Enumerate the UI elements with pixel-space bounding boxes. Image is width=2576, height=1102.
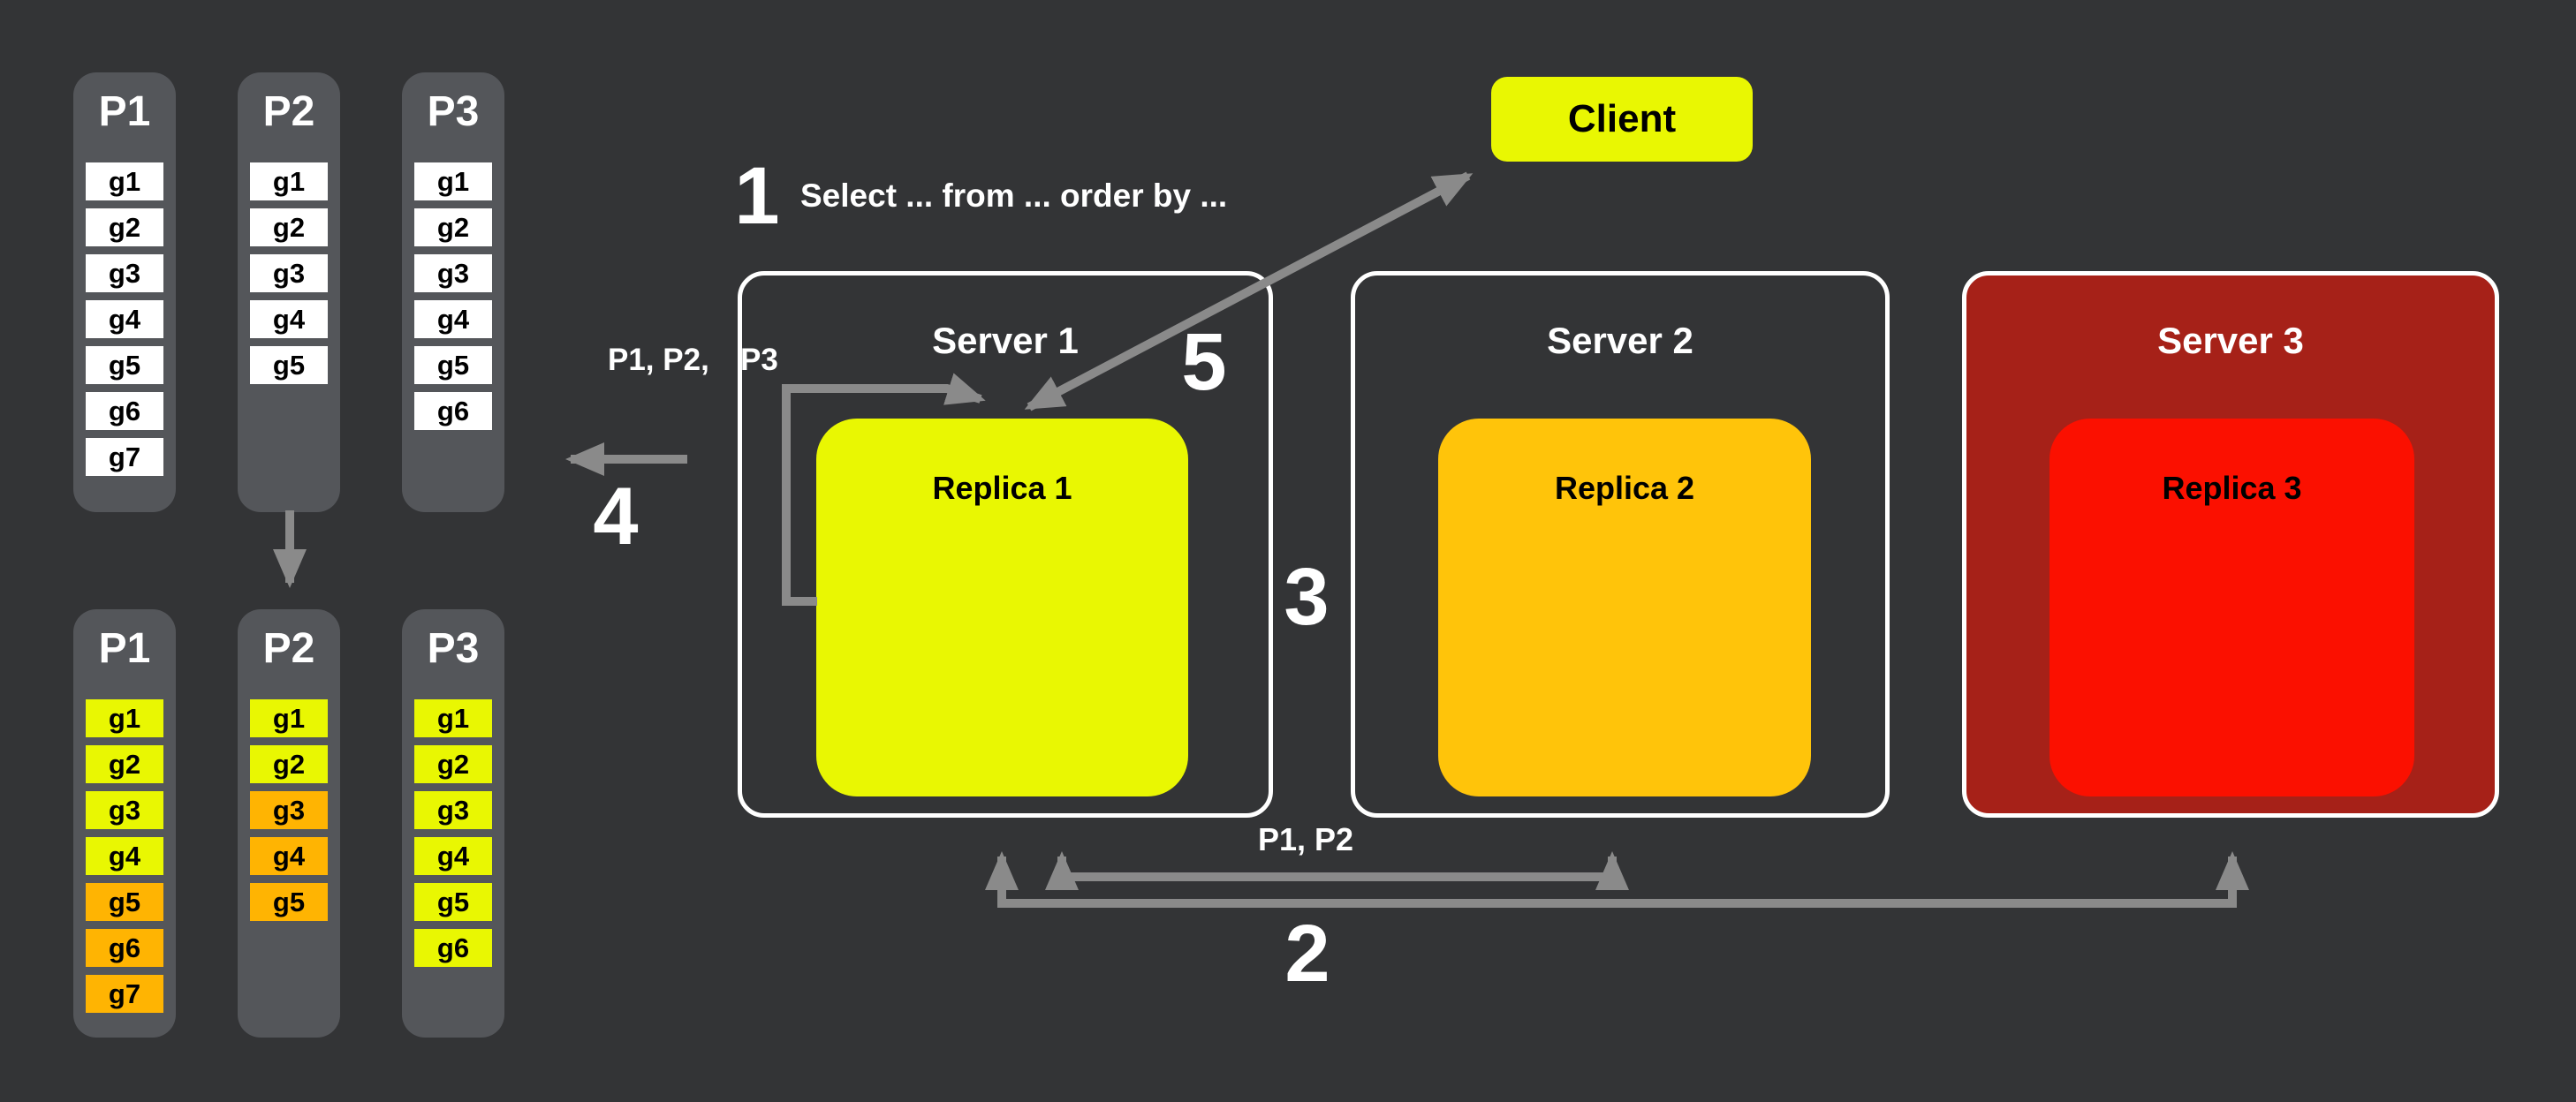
partition-column-p1: P1 g1 g2 g3 g4 g5 g6 g7 — [73, 72, 176, 512]
partition-column-p3: P3 g1 g2 g3 g4 g5 g6 — [402, 72, 504, 512]
partition-cell: g4 — [86, 837, 163, 875]
partition-cell: g6 — [86, 929, 163, 967]
fetch-partitions-label-part2: P3 — [740, 343, 778, 377]
step-1-number: 1 — [734, 151, 780, 241]
partition-column-p2: P2 g1 g2 g3 g4 g5 — [238, 72, 340, 512]
partition-cells: g1 g2 g3 g4 g5 g6 — [414, 162, 492, 430]
replica-1-title: Replica 1 — [932, 470, 1072, 506]
partition-cell: g3 — [86, 254, 163, 292]
partition-cell: g5 — [86, 883, 163, 921]
client-box: Client — [1491, 77, 1753, 162]
partition-cells: g1 g2 g3 g4 g5 — [250, 162, 328, 384]
replica-2-box: Replica 2 — [1438, 419, 1811, 796]
partition-cell: g5 — [414, 346, 492, 384]
partition-title: P3 — [427, 625, 480, 672]
server-2-box: Server 2 Replica 2 — [1351, 271, 1890, 818]
partition-cell: g6 — [86, 392, 163, 430]
partition-cell: g3 — [86, 791, 163, 829]
server-3-title: Server 3 — [2157, 320, 2304, 361]
step-4-number: 4 — [593, 472, 639, 562]
partitions-sorted-group: P1 g1 g2 g3 g4 g5 g6 g7 P2 g1 g2 g3 g4 g5 P3 g1 g2 g3 g4 g5… — [73, 609, 504, 1038]
replicate-partitions-label: P1, P2 — [1257, 821, 1354, 857]
partition-cell: g1 — [86, 699, 163, 737]
replica-3-box: Replica 3 — [2049, 419, 2414, 796]
partition-cell: g3 — [414, 791, 492, 829]
partition-title: P2 — [262, 625, 315, 672]
server-3-box: Server 3 Replica 3 — [1962, 271, 2499, 818]
partition-cell: g1 — [86, 162, 163, 200]
fetch-partitions-label-part1: P1, P2, — [608, 343, 709, 377]
partition-title: P1 — [98, 625, 151, 672]
replication-arrow-long — [985, 851, 2249, 908]
partition-cell: g3 — [250, 791, 328, 829]
partition-cell: g4 — [250, 300, 328, 338]
partition-column-p1: P1 g1 g2 g3 g4 g5 g6 g7 — [73, 609, 176, 1038]
partition-cell: g4 — [414, 300, 492, 338]
partition-cell: g6 — [414, 392, 492, 430]
partition-cell: g4 — [250, 837, 328, 875]
query-text-label: Select ... from ... order by ... — [800, 177, 1228, 214]
partition-cell: g4 — [86, 300, 163, 338]
replica-2-title: Replica 2 — [1554, 470, 1695, 506]
step-5-number: 5 — [1181, 317, 1227, 407]
partition-cell: g2 — [250, 208, 328, 246]
partition-column-p2: P2 g1 g2 g3 g4 g5 — [238, 609, 340, 1038]
replication-arrow-short — [1045, 851, 1629, 890]
partition-cell: g6 — [414, 929, 492, 967]
partition-cell: g2 — [86, 745, 163, 783]
partition-cell: g5 — [86, 346, 163, 384]
partition-cell: g2 — [414, 745, 492, 783]
replica-3-title: Replica 3 — [2162, 470, 2302, 506]
partition-cells: g1 g2 g3 g4 g5 g6 — [414, 699, 492, 967]
partition-cell: g3 — [414, 254, 492, 292]
step-3-number: 3 — [1284, 552, 1330, 642]
partitions-unsorted-group: P1 g1 g2 g3 g4 g5 g6 g7 P2 g1 g2 g3 g4 g5 P3 g1 g2 g3 g4 g5… — [73, 72, 504, 512]
partition-title: P2 — [262, 88, 315, 135]
partition-cell: g5 — [414, 883, 492, 921]
partition-cell: g7 — [86, 975, 163, 1013]
partition-cells: g1 g2 g3 g4 g5 g6 g7 — [86, 699, 163, 1013]
partition-cell: g1 — [414, 162, 492, 200]
partition-column-p3: P3 g1 g2 g3 g4 g5 g6 — [402, 609, 504, 1038]
step-2-number: 2 — [1284, 909, 1330, 999]
partition-cell: g1 — [414, 699, 492, 737]
partition-title: P1 — [98, 88, 151, 135]
partition-cell: g2 — [250, 745, 328, 783]
partition-title: P3 — [427, 88, 480, 135]
partition-cell: g1 — [250, 699, 328, 737]
partition-cell: g2 — [414, 208, 492, 246]
partition-cell: g7 — [86, 438, 163, 476]
partition-cell: g2 — [86, 208, 163, 246]
partition-cell: g5 — [250, 346, 328, 384]
partition-cells: g1 g2 g3 g4 g5 g6 g7 — [86, 162, 163, 476]
partition-cell: g1 — [250, 162, 328, 200]
partition-cell: g5 — [250, 883, 328, 921]
partition-cell: g3 — [250, 254, 328, 292]
partition-cell: g4 — [414, 837, 492, 875]
replica-1-box: Replica 1 — [816, 419, 1188, 796]
partition-cells: g1 g2 g3 g4 g5 — [250, 699, 328, 921]
server-2-title: Server 2 — [1547, 320, 1693, 361]
